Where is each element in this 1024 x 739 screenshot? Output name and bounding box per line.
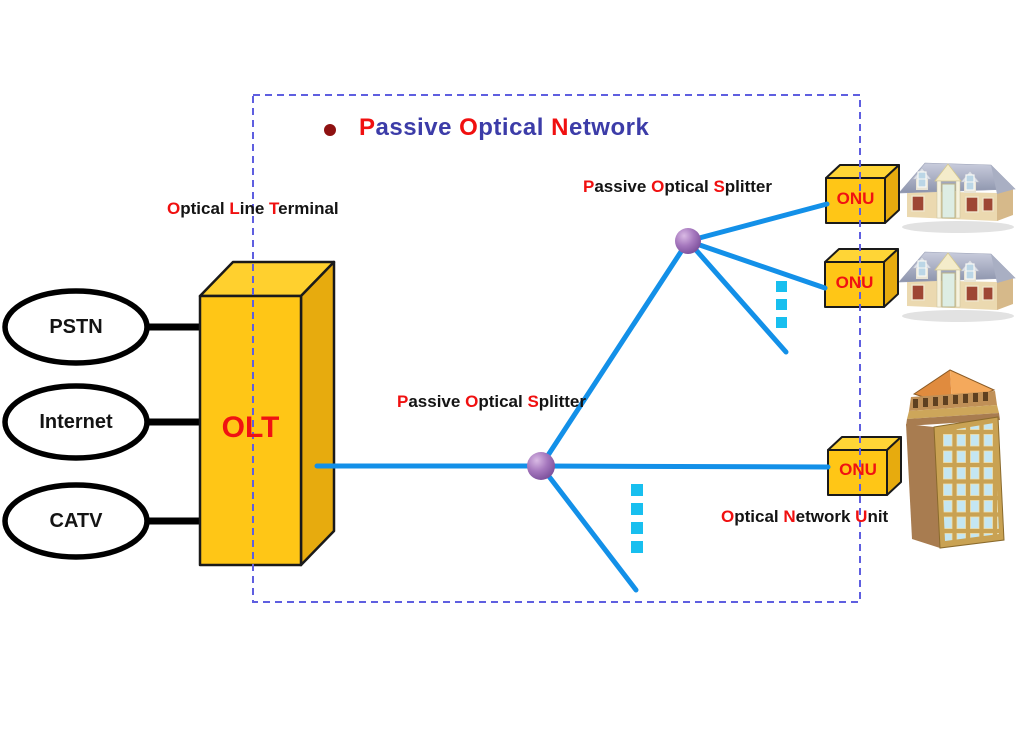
splitter-caption-top: Passive Optical Splitter	[583, 177, 773, 196]
fiber-splitter2-to-onu1	[685, 201, 830, 244]
onu-label-1: ONU	[836, 189, 875, 208]
fiber-links	[314, 201, 831, 593]
olt-caption: Optical Line Terminal	[167, 199, 339, 218]
house-icon	[899, 252, 1015, 322]
pon-boundary	[252, 94, 861, 603]
fiber-splitter-to-onu3	[538, 463, 831, 470]
onu-caption: Optical Network Unit	[721, 507, 889, 526]
splitter-sphere-main	[527, 452, 555, 480]
fiber-splitter-stub	[538, 463, 639, 593]
onu-label-2: ONU	[835, 273, 874, 292]
fiber-splitter2-to-onu2	[685, 238, 828, 291]
service-node-pstn	[2, 288, 150, 366]
splitter-sphere-secondary	[675, 228, 701, 254]
fiber-splitter2-stub	[685, 238, 789, 355]
ellipsis-dots-top	[776, 281, 787, 328]
service-node-catv	[2, 482, 150, 560]
bullet-icon	[324, 124, 336, 136]
service-node-internet	[2, 383, 150, 461]
building-icon	[905, 369, 1005, 549]
splitter-caption-mid: Passive Optical Splitter	[397, 392, 587, 411]
olt-box	[198, 260, 336, 567]
service-label-catv: CATV	[49, 510, 103, 532]
onu-label-3: ONU	[839, 460, 877, 479]
service-label-pstn: PSTN	[49, 316, 103, 338]
house-icon	[899, 163, 1015, 233]
service-label-internet: Internet	[39, 411, 113, 433]
ellipsis-dots-mid	[631, 484, 643, 553]
olt-label: OLT	[221, 411, 280, 444]
diagram-title: Passive Optical Network	[359, 114, 650, 141]
fiber-splitter-to-splitter	[538, 238, 691, 469]
